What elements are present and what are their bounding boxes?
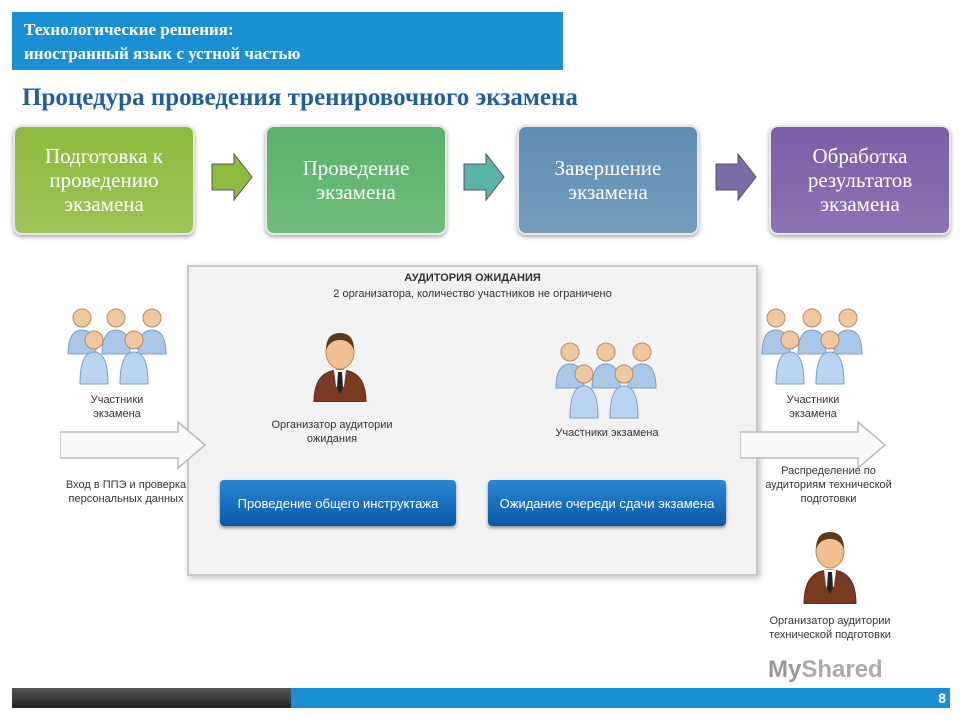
distribution-arrow bbox=[740, 420, 887, 470]
waiting-room-subtitle: 2 организатора, количество участников не… bbox=[333, 288, 612, 300]
entry-arrow bbox=[60, 420, 207, 470]
logo-part-a: My bbox=[768, 656, 802, 683]
step-arrow-1 bbox=[211, 152, 253, 202]
header-line-1: Технологические решения: bbox=[24, 20, 234, 39]
room-participants-label: Участники экзамена bbox=[555, 427, 659, 439]
tech-organizer-label: Организатор аудитории технической подгот… bbox=[769, 615, 891, 641]
organizer-label: Организатор аудитории ожидания bbox=[271, 419, 393, 445]
slide-subtitle: Процедура проведения тренировочного экза… bbox=[22, 84, 578, 111]
footer-bar-dark bbox=[12, 688, 291, 708]
step-conduct: Проведение экзамена bbox=[265, 125, 447, 235]
participants-group-icon-room bbox=[555, 342, 657, 419]
header-banner: Технологические решения: иностранный язы… bbox=[12, 12, 563, 70]
participants-group-icon-left bbox=[67, 308, 167, 385]
header-line-2: иностранный язык с устной частью bbox=[24, 44, 301, 63]
waiting-room-title: АУДИТОРИЯ ОЖИДАНИЯ bbox=[404, 272, 541, 284]
distribution-label: Распределение по аудиториям технической … bbox=[765, 465, 892, 505]
left-participants-label: Участники экзамена bbox=[90, 394, 144, 420]
entry-label: Вход в ППЭ и проверка персональных данны… bbox=[65, 479, 187, 505]
footer-bar-blue bbox=[291, 688, 950, 708]
organizer-icon bbox=[313, 333, 367, 402]
general-briefing-button: Проведение общего инструктажа bbox=[220, 480, 456, 526]
step-arrow-3 bbox=[715, 152, 757, 202]
step-preparation: Подготовка к проведению экзамена bbox=[13, 125, 195, 235]
participants-group-icon-right bbox=[761, 308, 863, 385]
step-completion: Завершение экзамена bbox=[517, 125, 699, 235]
logo-part-b: Shared bbox=[801, 656, 883, 683]
right-participants-label: Участники экзамена bbox=[786, 394, 840, 420]
tech-organizer-icon bbox=[803, 532, 857, 604]
step-arrow-2 bbox=[463, 152, 505, 202]
watermark-logo: MyShared bbox=[768, 656, 883, 684]
queue-waiting-button: Ожидание очереди сдачи экзамена bbox=[488, 480, 726, 526]
page-number: 8 bbox=[938, 690, 946, 706]
step-processing: Обработка результатов экзамена bbox=[769, 125, 951, 235]
